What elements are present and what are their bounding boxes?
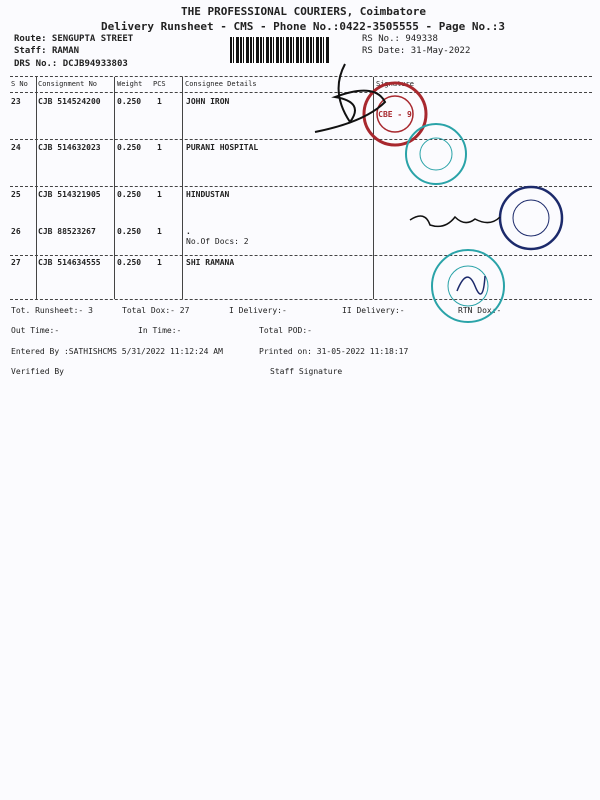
row-note: No.Of Docs: 2	[186, 237, 249, 246]
col-consignee: Consignee Details	[185, 80, 257, 88]
row-consignee: SHI RAMANA	[186, 258, 235, 267]
column-line	[36, 77, 37, 299]
row-weight: 0.250	[117, 258, 142, 267]
row-divider	[10, 255, 592, 256]
stamp-center-text: CBE - 9	[378, 110, 412, 119]
hindustan-stamp	[498, 185, 564, 251]
row-cno: CJB 514524200	[38, 97, 101, 106]
divider	[10, 92, 592, 93]
in-time: In Time:-	[138, 326, 182, 335]
row-pcs: 1	[157, 97, 162, 106]
row-cno: CJB 514321905	[38, 190, 101, 199]
row-divider	[10, 139, 592, 140]
row-pcs: 1	[157, 227, 162, 236]
ramana-stamp	[431, 249, 505, 323]
barcode	[230, 37, 330, 63]
out-time: Out Time:-	[11, 326, 60, 335]
ii-delivery: II Delivery:-	[342, 306, 405, 315]
staff-signature: Staff Signature	[270, 367, 343, 376]
row-consignee: PURANI HOSPITAL	[186, 143, 259, 152]
column-line	[114, 77, 115, 299]
staff: Staff: RAMAN	[14, 46, 79, 56]
row-sno: 27	[11, 258, 21, 267]
col-weight: Weight	[117, 80, 143, 88]
drs-number: DRS No.: DCJB94933803	[14, 59, 128, 69]
verified-by: Verified By	[11, 367, 64, 376]
row-weight: 0.250	[117, 97, 142, 106]
staff-name: RAMAN	[51, 46, 80, 56]
row-weight: 0.250	[117, 143, 142, 152]
rtn-dox: RTN Dox:-	[458, 306, 502, 315]
divider	[10, 299, 592, 300]
john-iron-stamp: CBE - 9	[362, 81, 428, 147]
signature-john	[314, 63, 387, 133]
route: Route: SENGUPTA STREET	[14, 34, 134, 44]
company-title: THE PROFESSIONAL COURIERS, Coimbatore	[181, 5, 427, 18]
column-line	[182, 77, 183, 299]
divider	[10, 76, 592, 77]
row-pcs: 1	[157, 143, 162, 152]
row-consignee: HINDUSTAN	[186, 190, 230, 199]
purani-stamp	[405, 123, 467, 185]
col-consignment: Consignment No	[38, 80, 98, 88]
row-cno: CJB 88523267	[38, 227, 96, 236]
rs-date: RS Date: 31-May-2022	[362, 46, 471, 56]
row-weight: 0.250	[117, 190, 142, 199]
staff-label: Staff:	[14, 46, 52, 56]
total-runsheet: Tot. Runsheet:- 3	[11, 306, 93, 315]
row-sno: 23	[11, 97, 21, 106]
i-delivery: I Delivery:-	[229, 306, 287, 315]
row-sno: 26	[11, 227, 21, 236]
runsheet-subtitle: Delivery Runsheet - CMS - Phone No.:0422…	[101, 20, 505, 33]
row-consignee: .	[186, 227, 191, 236]
col-pcs: PCS	[153, 80, 166, 88]
total-pod: Total POD:-	[259, 326, 312, 335]
printed-on: Printed on: 31-05-2022 11:18:17	[259, 347, 409, 356]
column-line	[373, 77, 374, 299]
signature-hindustan	[409, 215, 501, 228]
row-pcs: 1	[157, 190, 162, 199]
entered-by: Entered By :SATHISHCMS 5/31/2022 11:12:2…	[11, 347, 223, 356]
rs-number: RS No.: 949338	[362, 34, 438, 44]
row-cno: CJB 514632023	[38, 143, 101, 152]
row-divider	[10, 186, 592, 187]
row-sno: 25	[11, 190, 21, 199]
row-cno: CJB 514634555	[38, 258, 101, 267]
row-weight: 0.250	[117, 227, 142, 236]
row-sno: 24	[11, 143, 21, 152]
row-consignee: JOHN IRON	[186, 97, 230, 106]
row-pcs: 1	[157, 258, 162, 267]
col-sno: S No	[11, 80, 28, 88]
total-dox: Total Dox:- 27	[122, 306, 190, 315]
